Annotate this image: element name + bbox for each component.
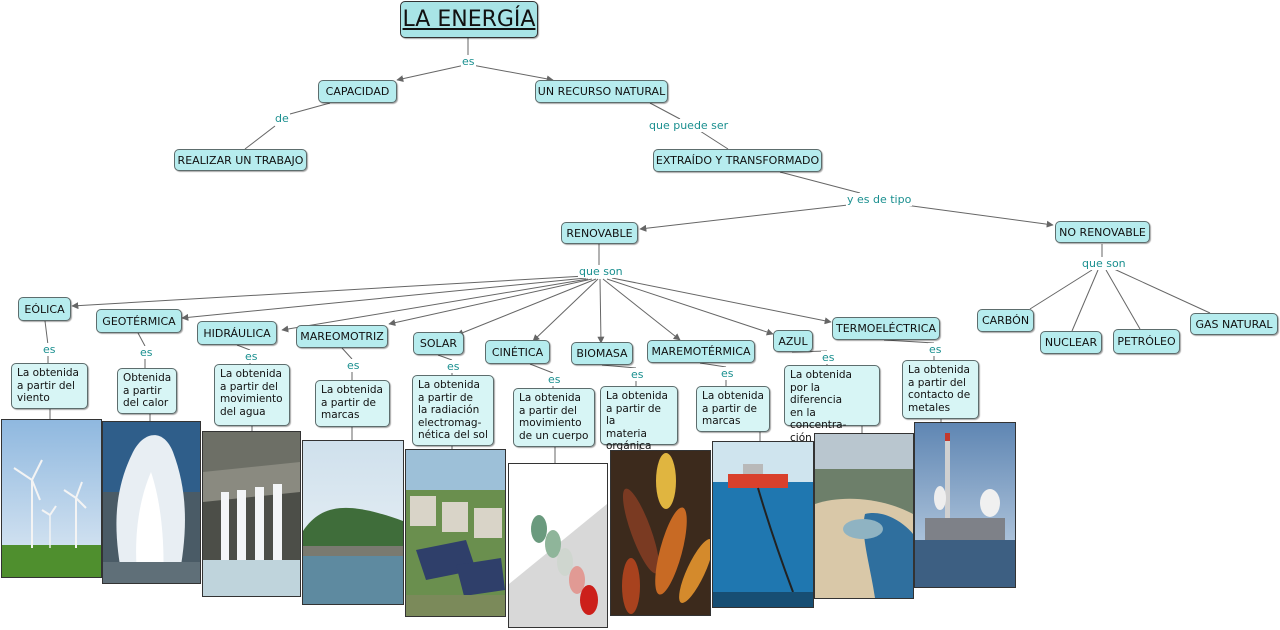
node-termoelectrica[interactable]: TERMOELÉCTRICA bbox=[832, 317, 940, 340]
desc-termoelectrica[interactable]: La obtenida a partir del contacto de met… bbox=[902, 360, 979, 419]
desc-biomasa[interactable]: La obtenida a partir de la materia orgán… bbox=[600, 386, 678, 452]
node-eolica[interactable]: EÓLICA bbox=[18, 297, 71, 321]
desc-eolica[interactable]: La obtenida a partir del viento bbox=[11, 363, 88, 409]
link-que-son-no-renovable: que son bbox=[1081, 257, 1127, 270]
node-capacidad[interactable]: CAPACIDAD bbox=[318, 80, 397, 103]
node-solar[interactable]: SOLAR bbox=[413, 332, 464, 355]
desc-maremotermica[interactable]: La obtenida a partir de marcas bbox=[696, 386, 770, 432]
power-plant-image bbox=[915, 423, 1015, 587]
node-biomasa[interactable]: BIOMASA bbox=[571, 342, 633, 365]
link-es-cinetica: es bbox=[547, 373, 562, 386]
node-azul[interactable]: AZUL bbox=[773, 330, 813, 352]
desc-hidraulica[interactable]: La obtenida a partir del movimiento del … bbox=[214, 364, 290, 426]
node-carbon[interactable]: CARBÓN bbox=[977, 309, 1034, 332]
desc-azul[interactable]: La obtenida por la diferencia en la conc… bbox=[784, 365, 880, 444]
node-gas-natural[interactable]: GAS NATURAL bbox=[1190, 313, 1278, 335]
node-renovable[interactable]: RENOVABLE bbox=[561, 222, 638, 244]
link-es-maremotermica: es bbox=[720, 367, 735, 380]
kinetic-spheres-image bbox=[509, 464, 607, 627]
ocean-thermal-plant-photo bbox=[712, 441, 814, 608]
title-node[interactable]: LA ENERGÍA bbox=[400, 1, 538, 38]
coastal-lagoon-image bbox=[815, 434, 913, 598]
dam-photo bbox=[202, 431, 301, 597]
solar-houses-photo bbox=[405, 449, 506, 617]
node-petroleo[interactable]: PETRÓLEO bbox=[1113, 329, 1180, 354]
link-es-solar: es bbox=[446, 360, 461, 373]
tidal-barrage-photo bbox=[302, 440, 404, 605]
desc-mareomotriz[interactable]: La obtenida a partir de marcas bbox=[315, 380, 390, 427]
wind-turbines-image bbox=[2, 420, 101, 577]
solar-houses-image bbox=[406, 450, 505, 616]
wind-turbines-photo bbox=[1, 419, 102, 578]
node-nuclear[interactable]: NUCLEAR bbox=[1040, 331, 1102, 354]
link-es-mareomotriz: es bbox=[346, 359, 361, 372]
link-de: de bbox=[274, 112, 290, 125]
node-cinetica[interactable]: CINÉTICA bbox=[485, 340, 550, 364]
link-que-son-renovable: que son bbox=[578, 265, 624, 278]
coastal-lagoon-photo bbox=[814, 433, 914, 599]
link-es-biomasa: es bbox=[630, 368, 645, 381]
corn-cobs-image bbox=[611, 451, 710, 615]
ocean-thermal-plant-image bbox=[713, 442, 813, 607]
corn-cobs-photo bbox=[610, 450, 711, 616]
geyser-image bbox=[103, 422, 200, 583]
geyser-photo bbox=[102, 421, 201, 584]
link-es-termoelectrica: es bbox=[928, 343, 943, 356]
dam-image bbox=[203, 432, 300, 596]
node-realizar-trabajo[interactable]: REALIZAR UN TRABAJO bbox=[174, 149, 307, 171]
node-hidraulica[interactable]: HIDRÁULICA bbox=[197, 321, 277, 345]
node-no-renovable[interactable]: NO RENOVABLE bbox=[1055, 221, 1150, 243]
link-es-eolica: es bbox=[42, 343, 57, 356]
link-es-azul: es bbox=[821, 351, 836, 364]
link-es-top: es bbox=[461, 55, 476, 68]
link-y-es-de-tipo: y es de tipo bbox=[846, 193, 913, 206]
node-mareomotriz[interactable]: MAREOMOTRIZ bbox=[296, 325, 388, 348]
node-maremotermica[interactable]: MAREMOTÉRMICA bbox=[647, 340, 755, 363]
node-geotermica[interactable]: GEOTÉRMICA bbox=[96, 309, 182, 333]
tidal-barrage-image bbox=[303, 441, 403, 604]
power-plant-photo bbox=[914, 422, 1016, 588]
desc-cinetica[interactable]: La obtenida a partir del movimiento de u… bbox=[513, 388, 595, 447]
link-es-hidraulica: es bbox=[244, 350, 259, 363]
node-extraido-transformado[interactable]: EXTRAÍDO Y TRANSFORMADO bbox=[653, 149, 822, 172]
link-que-puede-ser: que puede ser bbox=[648, 119, 730, 132]
kinetic-spheres-photo bbox=[508, 463, 608, 628]
link-es-geotermica: es bbox=[139, 346, 154, 359]
desc-geotermica[interactable]: Obtenida a partir del calor bbox=[117, 368, 177, 414]
node-recurso-natural[interactable]: UN RECURSO NATURAL bbox=[535, 80, 668, 103]
desc-solar[interactable]: La obtenida a partir de la radiación ele… bbox=[412, 375, 494, 446]
